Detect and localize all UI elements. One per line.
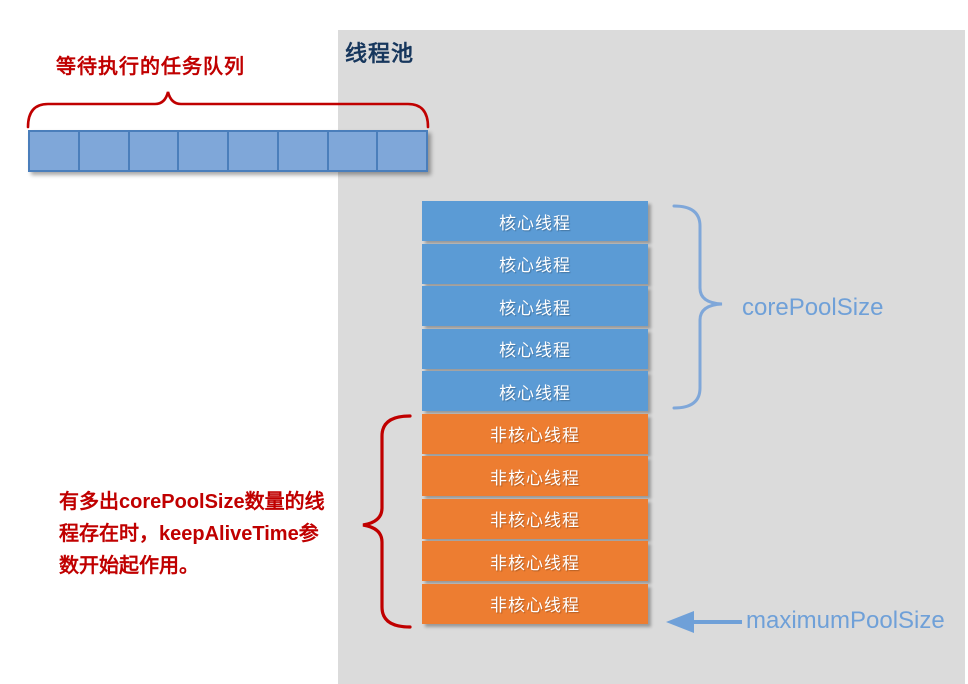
queue-cell bbox=[77, 130, 130, 172]
keep-alive-note-line: 有多出corePoolSize数量的线 bbox=[59, 491, 325, 513]
queue-cell bbox=[177, 130, 229, 172]
maximum-pool-size-arrow bbox=[666, 611, 742, 633]
keep-alive-note-line: 程存在时，keepAliveTime参 bbox=[59, 523, 319, 545]
queue-cell bbox=[28, 130, 80, 172]
non-core-thread-row: 非核心线程 bbox=[422, 456, 648, 496]
maximum-pool-size-label: maximumPoolSize bbox=[746, 607, 945, 634]
core-thread-row: 核心线程 bbox=[422, 286, 648, 326]
core-pool-size-label: corePoolSize bbox=[742, 294, 884, 321]
keep-alive-note: 有多出corePoolSize数量的线程存在时，keepAliveTime参数开… bbox=[59, 486, 359, 582]
thread-stack: 核心线程核心线程核心线程核心线程核心线程非核心线程非核心线程非核心线程非核心线程… bbox=[422, 201, 648, 626]
core-thread-row: 核心线程 bbox=[422, 371, 648, 411]
queue-cell bbox=[376, 130, 428, 172]
queue-cell bbox=[227, 130, 279, 172]
task-queue-brace bbox=[26, 91, 430, 129]
task-queue-label: 等待执行的任务队列 bbox=[56, 56, 245, 78]
core-thread-row: 核心线程 bbox=[422, 328, 648, 369]
non-core-thread-row: 非核心线程 bbox=[422, 413, 648, 454]
thread-pool-title: 线程池 bbox=[345, 41, 415, 66]
queue-cell bbox=[326, 130, 379, 172]
task-queue bbox=[28, 130, 428, 172]
non-core-brace bbox=[362, 414, 412, 629]
queue-cell bbox=[276, 130, 329, 172]
core-pool-brace bbox=[672, 204, 723, 410]
queue-cell bbox=[127, 130, 180, 172]
non-core-thread-row: 非核心线程 bbox=[422, 498, 648, 539]
non-core-thread-row: 非核心线程 bbox=[422, 583, 648, 624]
non-core-thread-row: 非核心线程 bbox=[422, 541, 648, 581]
keep-alive-note-line: 数开始起作用。 bbox=[59, 555, 199, 577]
core-thread-row: 核心线程 bbox=[422, 201, 648, 241]
core-thread-row: 核心线程 bbox=[422, 243, 648, 284]
